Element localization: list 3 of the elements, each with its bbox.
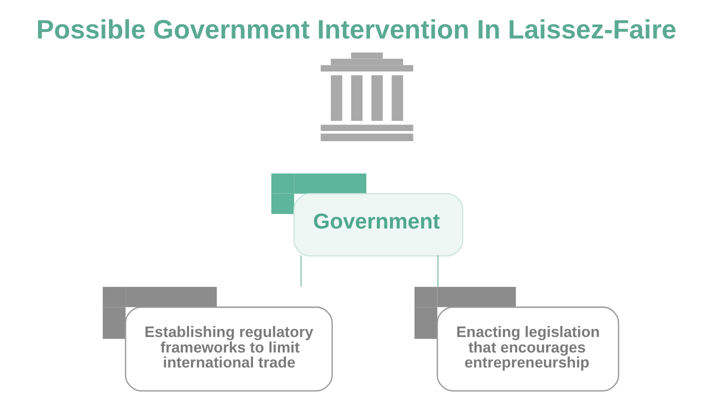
connector	[437, 255, 439, 287]
connector	[300, 255, 302, 287]
diagram-title: Possible Government Intervention In Laissez-Faire	[36, 14, 676, 44]
